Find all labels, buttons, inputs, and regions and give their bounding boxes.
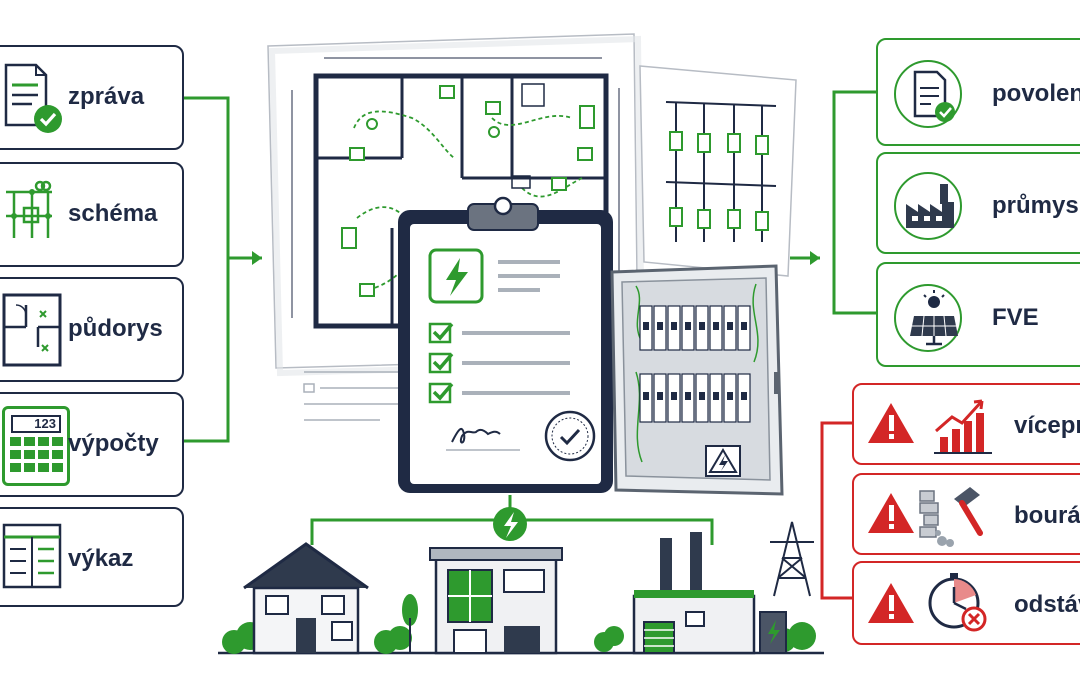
single-line-diagram	[639, 65, 797, 277]
report-check-icon	[4, 63, 62, 133]
right-card-label: průmysl	[992, 192, 1080, 219]
left-card-schema[interactable]: schéma	[0, 162, 184, 267]
right-card-odstavka[interactable]: odstávka	[852, 561, 1080, 645]
form-lines	[303, 371, 400, 421]
clipboard-details	[428, 196, 596, 462]
left-card-label: půdorys	[68, 315, 163, 342]
warning-icon	[868, 583, 914, 623]
left-card-label: výkaz	[68, 545, 134, 572]
factory-icon	[906, 184, 954, 228]
right-card-label: FVE	[992, 304, 1039, 331]
calculator-display: 123	[11, 415, 61, 433]
right-card-prumysl[interactable]: průmysl	[876, 152, 1080, 254]
rising-cost-chart-icon	[934, 399, 992, 454]
bottom-buildings	[218, 507, 824, 655]
calculator-icon: 123	[2, 406, 70, 486]
warning-icon	[868, 493, 914, 533]
right-card-povoleni[interactable]: povolení	[876, 38, 1080, 146]
permit-document-icon	[913, 70, 955, 122]
left-card-vykaz[interactable]: výkaz	[0, 507, 184, 607]
warning-icon	[868, 403, 914, 443]
downtime-clock-icon	[928, 573, 987, 632]
circuit-schema-icon	[6, 180, 52, 238]
left-card-vypocty[interactable]: 123 výpočty	[0, 392, 184, 497]
left-card-label: výpočty	[68, 430, 159, 457]
demolition-hammer-icon	[919, 487, 983, 547]
solar-panel-icon	[910, 290, 958, 346]
left-card-pudorys[interactable]: půdorys	[0, 277, 184, 382]
right-card-label: odstávka	[1014, 591, 1080, 618]
right-card-fve[interactable]: FVE	[876, 262, 1080, 367]
left-card-label: schéma	[68, 200, 158, 227]
right-card-viceprace[interactable]: vícepráce	[852, 383, 1080, 465]
bill-of-quantities-icon	[2, 523, 62, 589]
floor-plan-icon	[2, 293, 62, 367]
electrical-switchboard	[610, 264, 784, 496]
right-card-label: povolení	[992, 80, 1080, 107]
right-card-bourani[interactable]: bourání	[852, 473, 1080, 555]
left-card-label: zpráva	[68, 83, 145, 110]
right-card-label: bourání	[1014, 502, 1080, 529]
right-card-label: vícepráce	[1014, 412, 1080, 439]
left-card-zprava[interactable]: zpráva	[0, 45, 184, 150]
